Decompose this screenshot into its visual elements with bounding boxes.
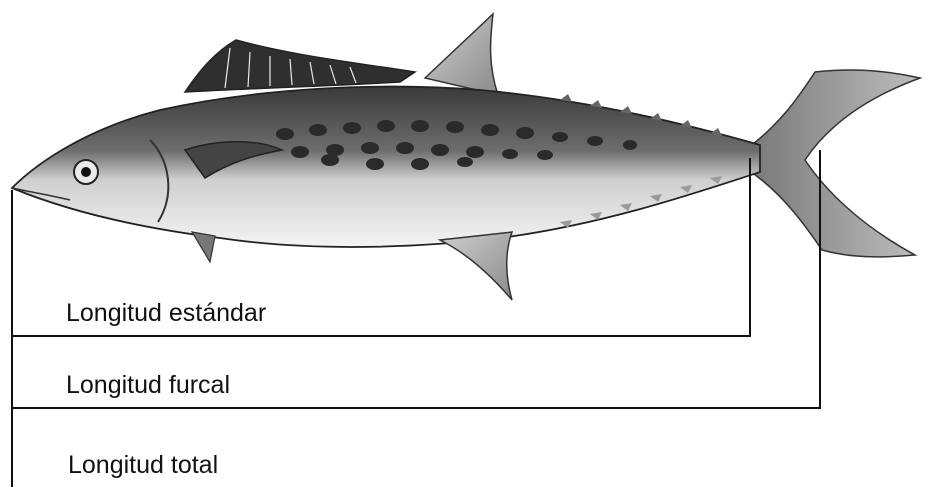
- anal-fin: [440, 232, 512, 300]
- fork-length-label: Longitud furcal: [66, 373, 230, 398]
- second-dorsal-fin: [425, 14, 498, 95]
- tail-fin: [745, 70, 920, 257]
- fish-pupil: [81, 167, 91, 177]
- first-dorsal-fin: [185, 40, 415, 92]
- total-length-label: Longitud total: [68, 453, 218, 478]
- standard-length-label: Longitud estándar: [66, 301, 266, 326]
- pelvic-fin: [192, 232, 215, 262]
- fish-body: [12, 87, 760, 247]
- mackerel-fish-icon: [12, 14, 920, 300]
